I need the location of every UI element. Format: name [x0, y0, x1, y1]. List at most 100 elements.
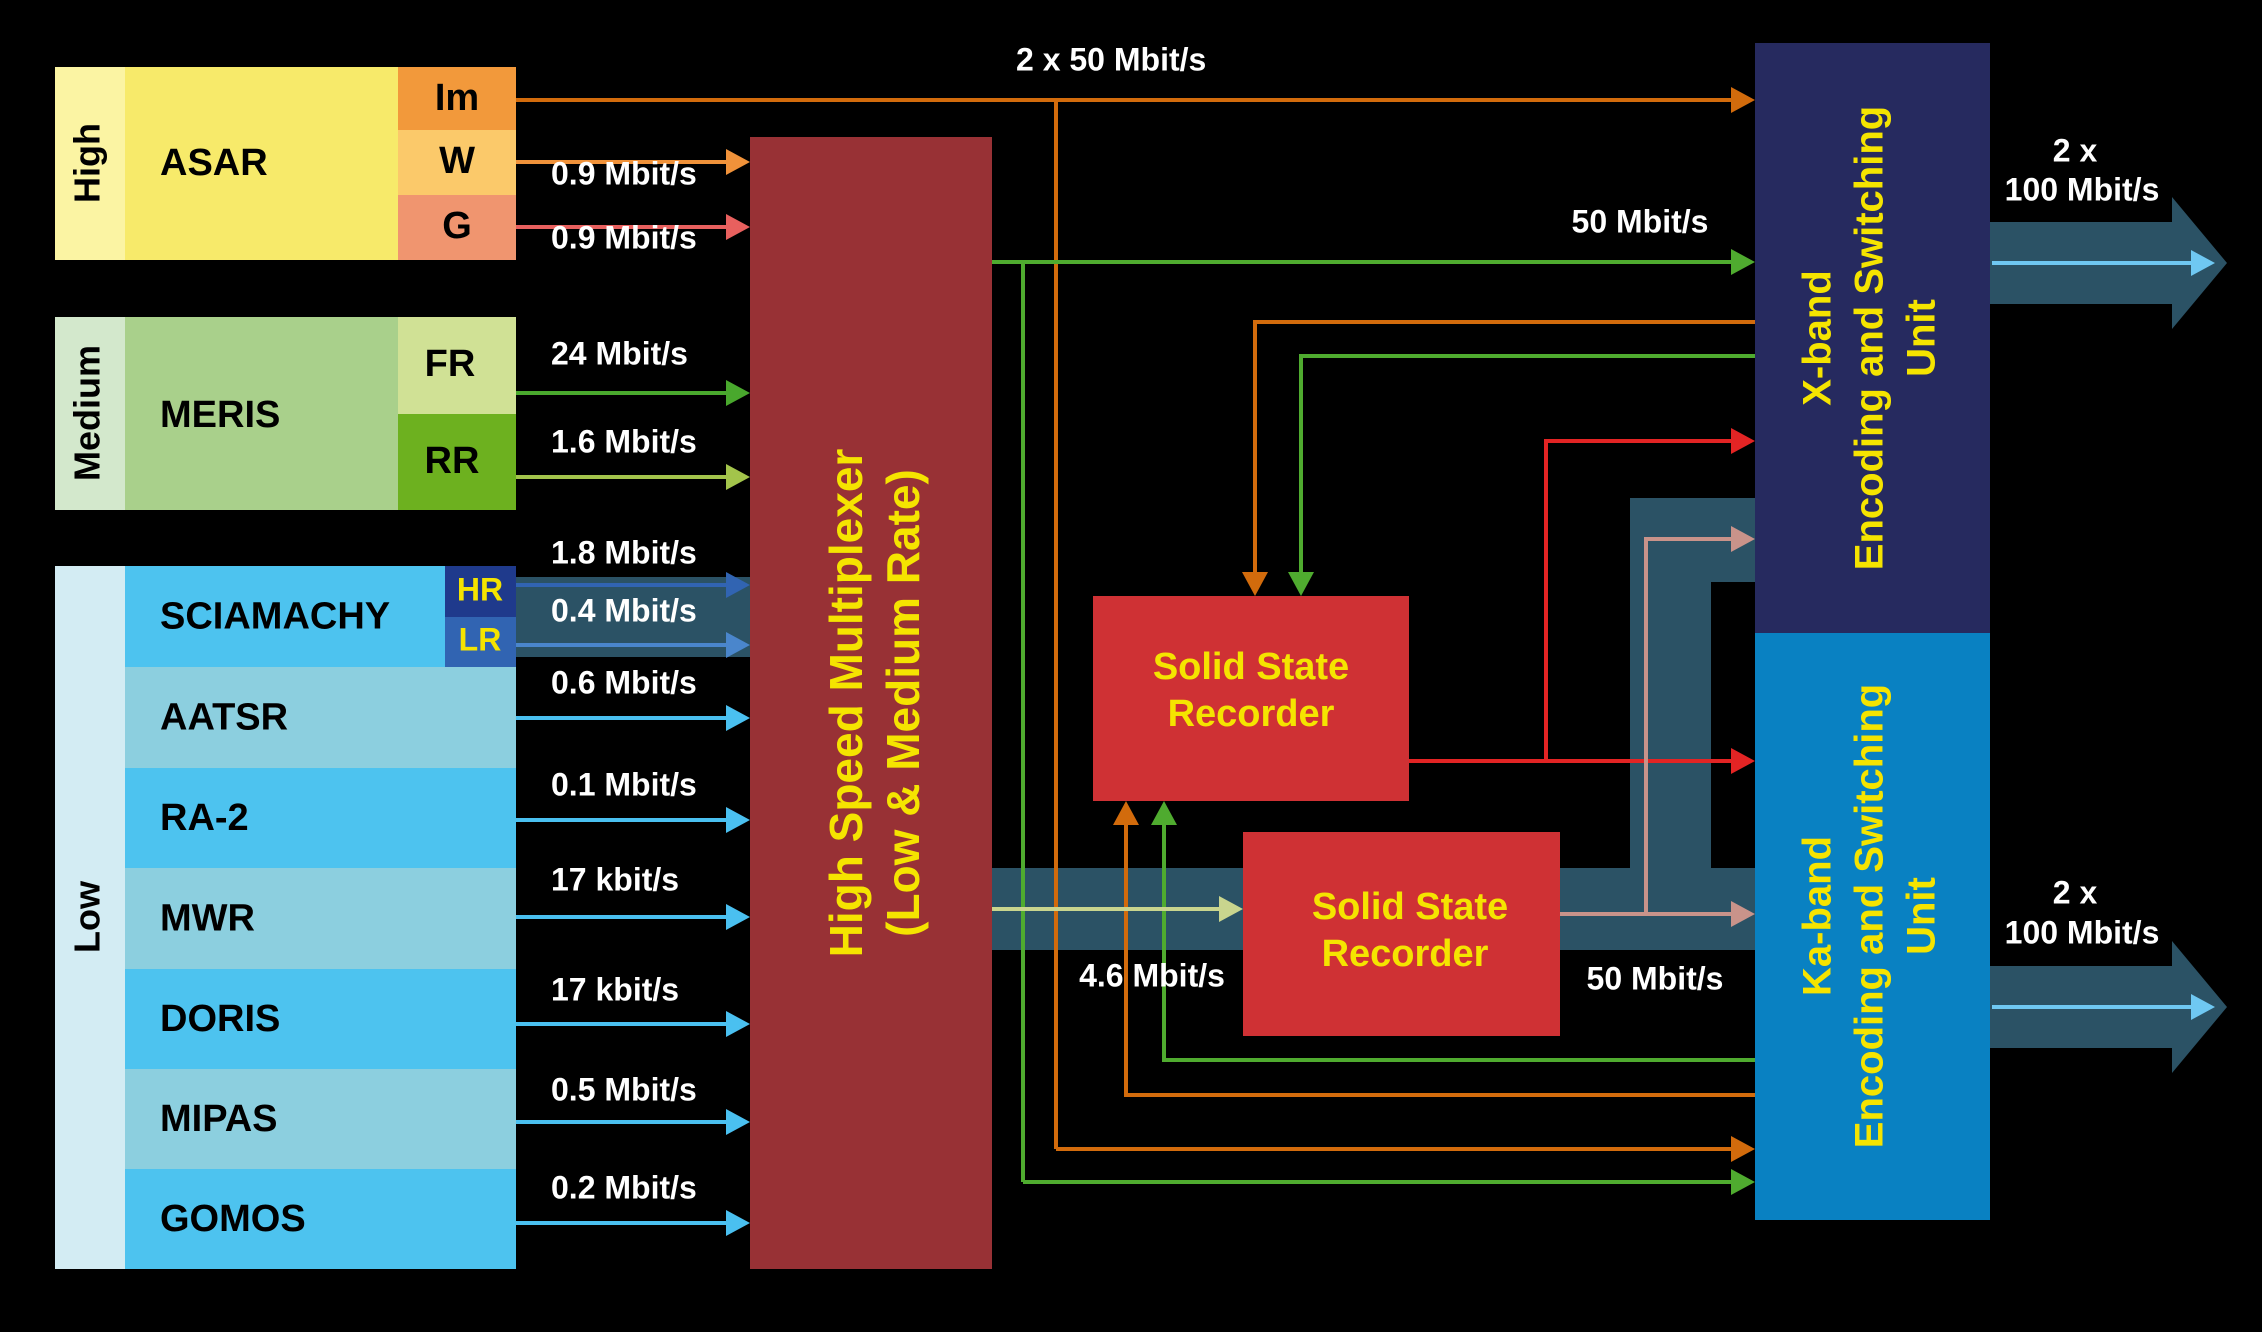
arrow-xband-green-to-recorder: [1288, 354, 1755, 596]
arrow-low-4-arrowhead-icon: [726, 1011, 750, 1037]
instrument-name-meris: MERIS: [160, 394, 280, 436]
instrument-name-gomos: GOMOS: [160, 1198, 306, 1240]
arrow-sciamachy-lr-arrowhead-icon: [726, 632, 750, 658]
rate-recorder-to-bands: 50 Mbit/s: [1587, 960, 1724, 996]
recorder-1-subtitle: Recorder: [1168, 693, 1335, 735]
instrument-gomos: [125, 1169, 516, 1269]
recorder-2-title: Solid State: [1312, 886, 1508, 928]
arrow-low-6-arrowhead-icon: [726, 1210, 750, 1236]
kaband-output-rate-2: 100 Mbit/s: [2005, 914, 2160, 950]
rate-label-medium: Medium: [67, 345, 108, 481]
arrow-recorder1-to-xband-arrowhead-icon: [1731, 428, 1755, 454]
instrument-name-mwr: MWR: [160, 898, 255, 940]
instrument-name-asar: ASAR: [160, 142, 268, 184]
xband-unit-label: Unit: [1900, 299, 1944, 377]
kaband-output-rate-1: 2 x: [2053, 874, 2098, 910]
mode-label-im: Im: [435, 77, 479, 119]
arrow-recorder1-to-xband-line: [1544, 439, 1745, 761]
mode-sciamachy-lr: [445, 617, 516, 667]
arrow-low-5-arrowhead-icon: [726, 1109, 750, 1135]
mode-asar-w: [398, 130, 516, 195]
arrow-mux-to-recorder: [992, 896, 1243, 922]
kaband-encoding-switching-unit: [1755, 633, 1990, 1220]
arrow-xband-orange-to-recorder-arrowhead-icon: [1242, 572, 1268, 596]
arrow-low-2-arrowhead-icon: [726, 807, 750, 833]
arrow-asar-w-arrowhead-icon: [726, 149, 750, 175]
mode-meris-rr: [398, 414, 516, 510]
instrument-meris: [125, 317, 398, 510]
mode-label-rr: RR: [425, 440, 480, 482]
rate-asar-w: 0.9 Mbit/s: [551, 155, 697, 191]
arrow-xband-orange-to-recorder-line: [1253, 320, 1755, 586]
rate-gomos: 0.2 Mbit/s: [551, 1169, 697, 1205]
recorder-2-subtitle: Recorder: [1322, 933, 1489, 975]
arrow-low-3: [516, 904, 750, 930]
xband-title: X-band: [1796, 270, 1840, 406]
rate-sciamachy-hr: 1.8 Mbit/s: [551, 534, 697, 570]
arrow-recorder2-to-kaband: [1560, 901, 1755, 927]
arrow-kaband-green-to-recorder-line: [1162, 811, 1755, 1062]
xband-output-inner: [1992, 250, 2215, 276]
arrow-recorder2-to-xband: [1644, 526, 1755, 914]
kaband-title: Ka-band: [1796, 836, 1840, 996]
instrument-ra-2: [125, 768, 516, 868]
kaband-output-inner: [1992, 994, 2215, 1020]
arrow-asar-im-to-xband-arrowhead-icon: [1731, 87, 1755, 113]
xband-output-rate-2: 100 Mbit/s: [2005, 171, 2160, 207]
arrow-recorder1-to-kaband-arrowhead-icon: [1731, 748, 1755, 774]
mode-label-w: W: [439, 140, 475, 182]
arrow-meris-rr: [516, 464, 750, 490]
kaband-output-inner-arrowhead-icon: [2191, 994, 2215, 1020]
mode-asar-im: [398, 67, 516, 130]
recorder-1-title: Solid State: [1153, 646, 1349, 688]
arrow-asar-g: [516, 214, 750, 240]
arrow-asar-im-to-xband: [516, 87, 1755, 113]
arrow-xband-green-to-recorder-arrowhead-icon: [1288, 572, 1314, 596]
rate-label-low: Low: [67, 880, 108, 953]
rate-mux-to-recorder: 4.6 Mbit/s: [1079, 957, 1225, 993]
arrow-kaband-orange-to-recorder: [1113, 801, 1755, 1097]
multiplexer-subtitle: (Low & Medium Rate): [877, 469, 929, 937]
arrow-mux-to-kaband-arrowhead-icon: [1731, 1169, 1755, 1195]
instrument-asar: [125, 67, 398, 260]
arrow-mux-to-xband-arrowhead-icon: [1731, 249, 1755, 275]
arrow-mux-to-xband: [992, 249, 1755, 275]
arrow-mux-to-kaband: [1023, 1169, 1755, 1195]
rate-meris-fr: 24 Mbit/s: [551, 335, 688, 371]
instrument-name-ra-2: RA-2: [160, 797, 249, 839]
xband-output-rate-1: 2 x: [2053, 132, 2098, 168]
arrow-sciamachy-hr-arrowhead-icon: [726, 572, 750, 598]
arrow-kaband-green-to-recorder: [1151, 801, 1755, 1062]
kaband-unit-label: Unit: [1900, 877, 1944, 955]
arrow-low-6: [516, 1210, 750, 1236]
arrow-low-1: [516, 705, 750, 731]
arrow-low-1-arrowhead-icon: [726, 705, 750, 731]
instrument-sciamachy: [125, 566, 445, 667]
arrow-asar-w: [516, 149, 750, 175]
kaband-subtitle: Encoding and Switching: [1848, 684, 1892, 1148]
arrow-sciamachy-hr: [516, 572, 750, 598]
arrow-recorder1-to-xband: [1544, 428, 1755, 761]
arrow-kaband-orange-to-recorder-line: [1124, 811, 1755, 1097]
rate-ra-2: 0.1 Mbit/s: [551, 766, 697, 802]
arrow-recorder1-to-kaband: [1409, 748, 1755, 774]
rate-asar-im-direct: 2 x 50 Mbit/s: [1016, 41, 1206, 77]
arrow-low-5: [516, 1109, 750, 1135]
arrow-kaband-green-to-recorder-arrowhead-icon: [1151, 801, 1177, 825]
arrow-asar-g-arrowhead-icon: [726, 214, 750, 240]
mode-asar-g: [398, 195, 516, 260]
rate-sciamachy-lr: 0.4 Mbit/s: [551, 592, 697, 628]
solid-state-recorder-2: [1243, 832, 1560, 1036]
instrument-aatsr: [125, 667, 516, 768]
solid-state-recorder-1: [1093, 596, 1409, 801]
instrument-name-aatsr: AATSR: [160, 697, 288, 739]
arrow-meris-fr: [516, 380, 750, 406]
instrument-mwr: [125, 868, 516, 969]
rate-column-high: [55, 67, 125, 260]
rate-mux-to-xband: 50 Mbit/s: [1572, 203, 1709, 239]
arrow-recorder2-to-xband-arrowhead-icon: [1731, 526, 1755, 552]
arrow-xband-green-to-recorder-line: [1299, 354, 1755, 586]
xband-output-inner-arrowhead-icon: [2191, 250, 2215, 276]
arrow-recorder2-to-xband-line: [1644, 537, 1745, 914]
